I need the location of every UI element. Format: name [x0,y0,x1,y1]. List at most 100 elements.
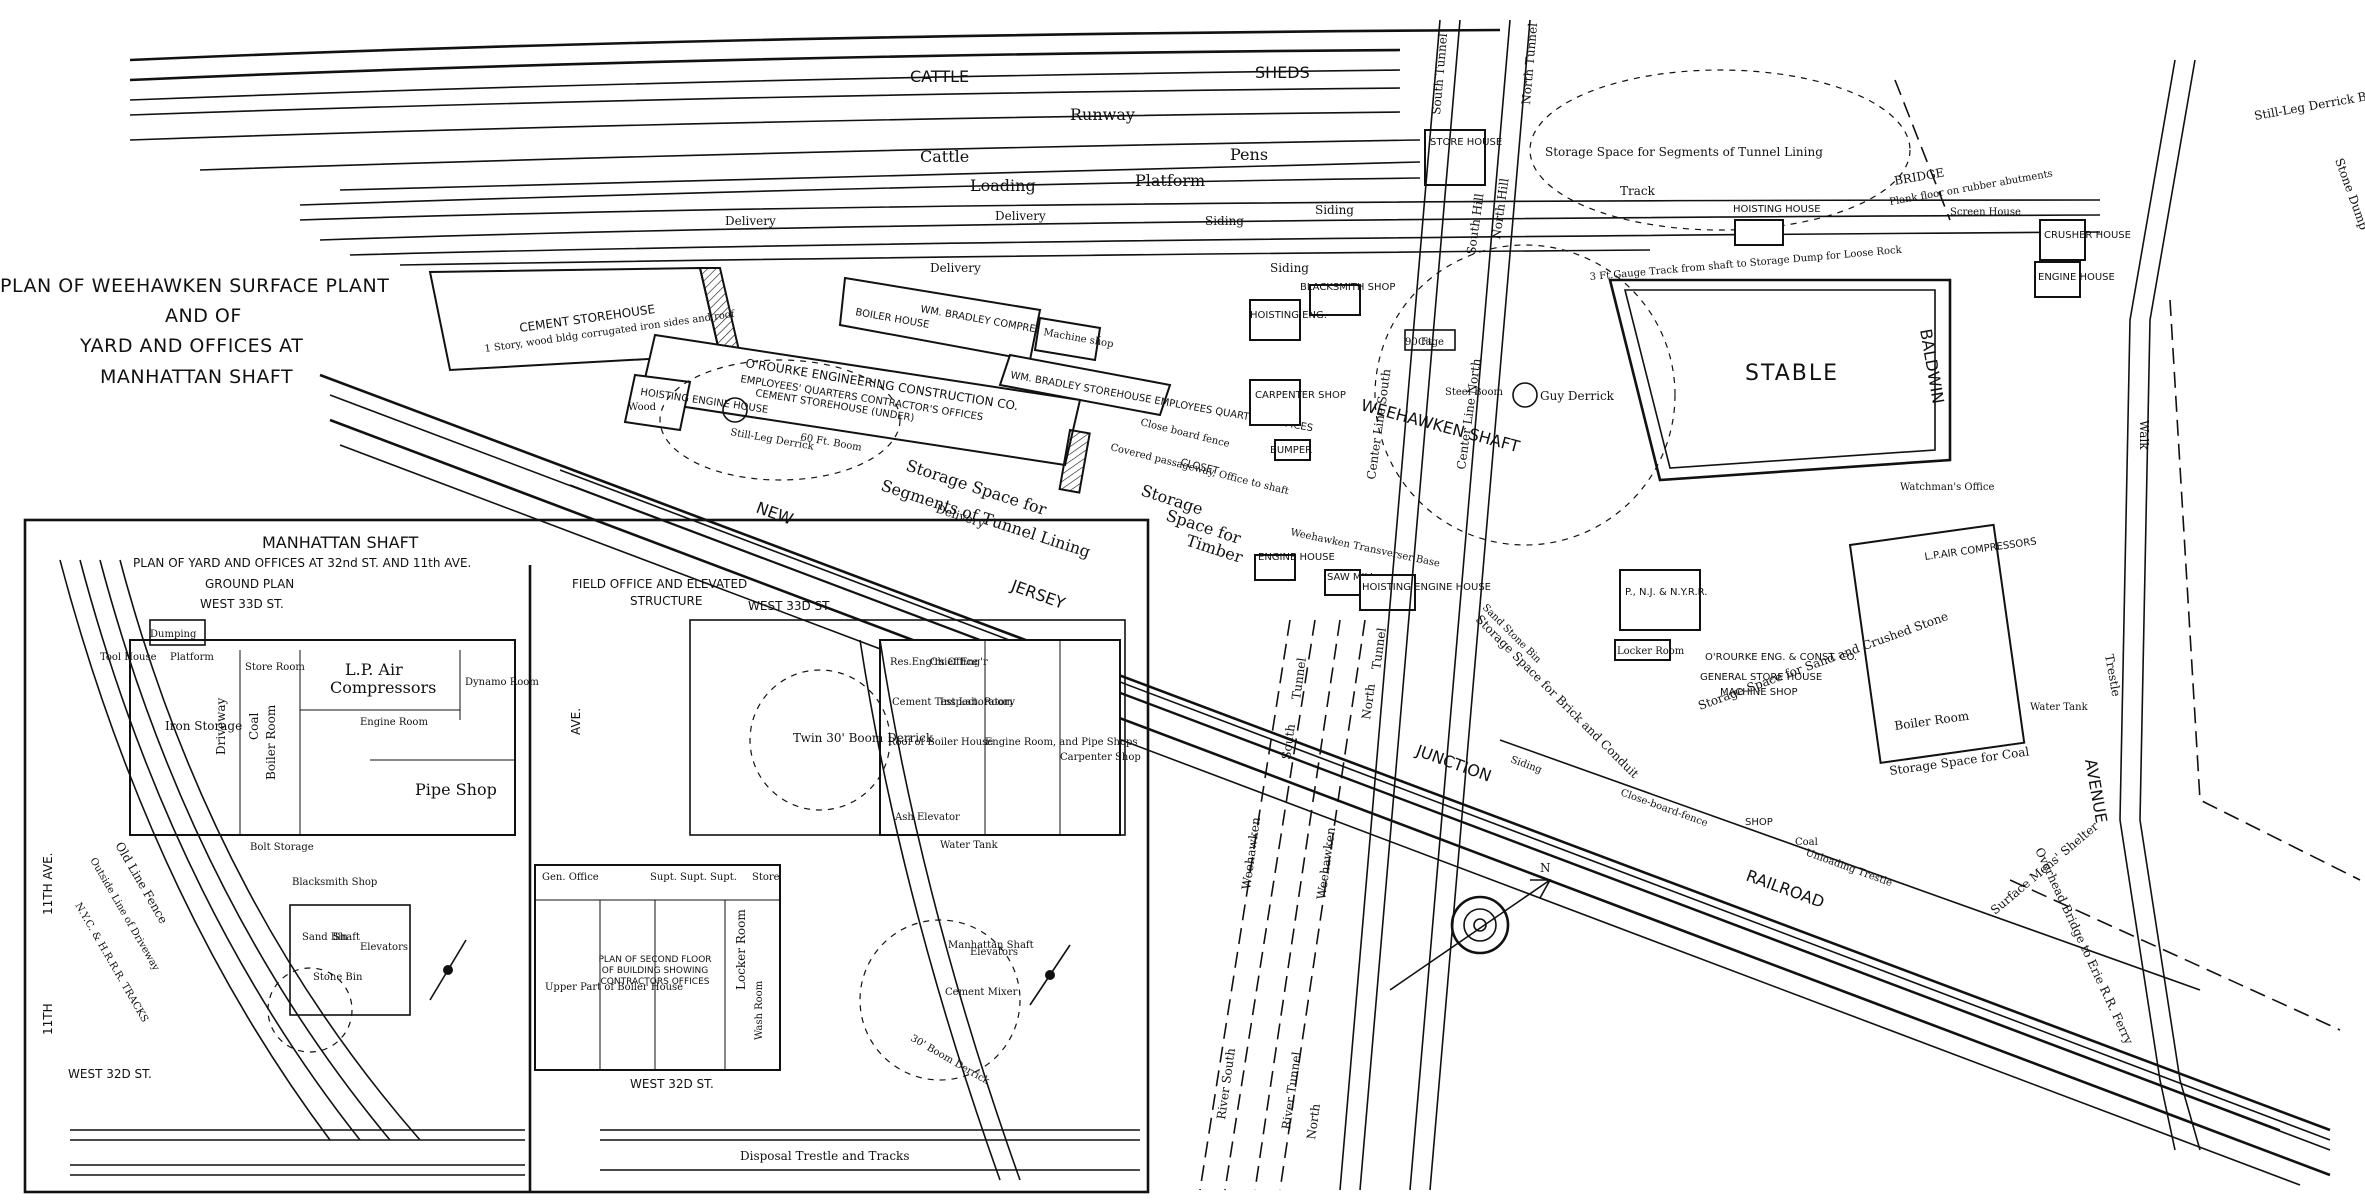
north-2-label: North [1304,1103,1323,1141]
delivery-label-3: Delivery [930,261,981,275]
transverser-label: Weehawken Transverser Base [1289,527,1441,569]
outside-line-label: Outside Line of Driveway [87,856,161,973]
hoisting-house-top-label: HOISTING HOUSE [1733,204,1821,215]
engine-room-label: Engine Room [360,717,428,728]
orourke-store-label: O'ROURKE ENG. & CONST. CO. [1705,652,1857,663]
ninety-ft-label: 90 Ft. [1405,337,1435,348]
jersey-label: JERSEY [1008,576,1068,613]
carpenter-shop [1249,379,1301,426]
shaft-label: Shaft [333,932,360,943]
engine-house-r [2034,261,2081,298]
cement-mixer-label: Cement Mixer [945,987,1018,998]
hoisting-house-top [1734,219,1784,246]
stable-outline [1608,278,1952,482]
wood-label: Wood [628,402,657,413]
bumper-label: BUMPER [1270,445,1312,456]
storage-circle-top [1529,69,1911,231]
chief-engr-label: Chief Eng'r [930,657,988,668]
guy-derrick-label: Guy Derrick [1540,389,1615,403]
west-32-a-label: WEST 32D ST. [68,1067,152,1081]
north-tunnel-label: North Tunnel [1519,22,1540,105]
eleventh-ave-a-label: 11TH AVE. [41,853,55,915]
cage [1404,329,1456,351]
svg-text:STORE HOUSE: STORE HOUSE [1430,137,1502,148]
south-label: South [1279,723,1298,761]
hoisting-eng-box [1249,299,1301,341]
delivery-label-1: Delivery [725,214,776,228]
second-floor-label: PLAN OF SECOND FLOOR OF BUILDING SHOWING… [598,955,712,987]
inset-compass-right [1029,944,1071,1006]
saw-mill-label: SAW MILL [1327,572,1376,583]
nyc-tracks-label: N.Y.C. & H.R.R.R. TRACKS [72,901,150,1025]
storehouse-bolts [1424,129,1486,186]
gen-office-label: Gen. Office [542,872,599,883]
title-line-3: YARD AND OFFICES AT [79,335,303,357]
water-tank-inset-label: Water Tank [940,840,999,851]
pipe-shop-label: Pipe Shop [415,780,497,799]
river-tunnel-label: River Tunnel [1279,1051,1304,1131]
north-label: North [1359,683,1378,721]
west-32-b-label: WEST 32D ST. [630,1077,714,1091]
locker-room-label: Locker Room [1617,646,1685,657]
eleventh-ave-b-label: 11TH [41,1003,55,1035]
elevators-2-label: Elevators [970,947,1018,958]
center-line-north-label: Center Line North [1454,357,1483,470]
cattle-pens-label-1: Cattle [920,147,969,166]
hoisting-engine-house2-label: HOISTING ENGINE HOUSE [1362,582,1491,593]
shaft-block [289,904,411,1016]
blacksmith-shop [1309,284,1361,316]
eleventh-ave-c-label: AVE. [569,708,583,735]
loading-label: Loading [970,176,1036,195]
twin-derrick-label: Twin 30' Boom Derrick [793,731,934,745]
railroad-label: RAILROAD [1744,866,1827,912]
dynamo-room-label: Dynamo Room [465,677,539,688]
iron-storage-label: Iron Storage [165,719,242,733]
stone-bin-label: Stone Bin [313,972,363,983]
siding-label-1: Siding [1205,214,1244,228]
manhattan-shaft-label: Manhattan Shaft [948,940,1034,951]
tunnel-lines [1199,19,1531,1191]
disposal-trestle-label: Disposal Trestle and Tracks [740,1149,910,1163]
structure-label: STRUCTURE [630,594,702,608]
runway-label: Runway [1070,105,1135,124]
avenue-label: AVENUE [2081,757,2111,824]
title-line-4: MANHATTAN SHAFT [100,366,293,388]
engine-house-label: ENGINE HOUSE [1258,552,1335,563]
inset-title: MANHATTAN SHAFT [262,533,419,552]
wm-bradley-storehouse [998,353,1172,417]
field-office-building [879,639,1121,836]
res-engr-label: Res.Eng'rs Office [890,657,978,668]
siding-label-rr: Siding [1509,754,1544,776]
stable-label: STABLE [1745,361,1839,386]
elevators-label: Elevators [360,942,408,953]
store-label: Store [752,872,780,883]
siding-label-3: Siding [1270,261,1309,275]
platform-label: Platform [1135,171,1205,190]
junction-label: JUNCTION [1413,741,1494,786]
crusher-house-label: CRUSHER HOUSE [2044,230,2131,241]
blacksmith-label: BLACKSMITH SHOP [1300,282,1395,293]
wash-room-label: Wash Room [754,980,765,1040]
pnj-box [1619,569,1701,631]
still-leg-derrick-circle [722,397,748,423]
cement-test-label: Cement Test Laboratory [892,697,1015,708]
close-board-fence-label: Close board fence [1139,417,1230,450]
cage-label: Cage [1418,337,1444,348]
inset-compass-left [429,939,467,1001]
title-line-2: AND OF [165,305,242,327]
supt1-label: Supt. [650,872,677,883]
hill-north-label: North Hill [1489,177,1511,240]
water-tank-label: Water Tank [2030,702,2089,713]
compass-n: N [1540,861,1551,875]
field-office-label: FIELD OFFICE AND ELEVATED [572,577,747,591]
carpenter-shop-label: CARPENTER SHOP [1255,390,1346,401]
tunnel-label-1: Tunnel [1289,657,1309,701]
pnj-label: P., N.J. & N.Y.R.R. [1625,587,1707,598]
baldwin-label: BALDWIN [1916,327,1948,405]
second-floor-plan [534,864,781,1071]
west-33-b-label: WEST 33D ST. [748,599,832,613]
driveway-label: Driveway [214,697,228,755]
inspectors-label: Inspect. Room [940,697,1013,708]
guy-derrick-circle [1512,382,1538,408]
